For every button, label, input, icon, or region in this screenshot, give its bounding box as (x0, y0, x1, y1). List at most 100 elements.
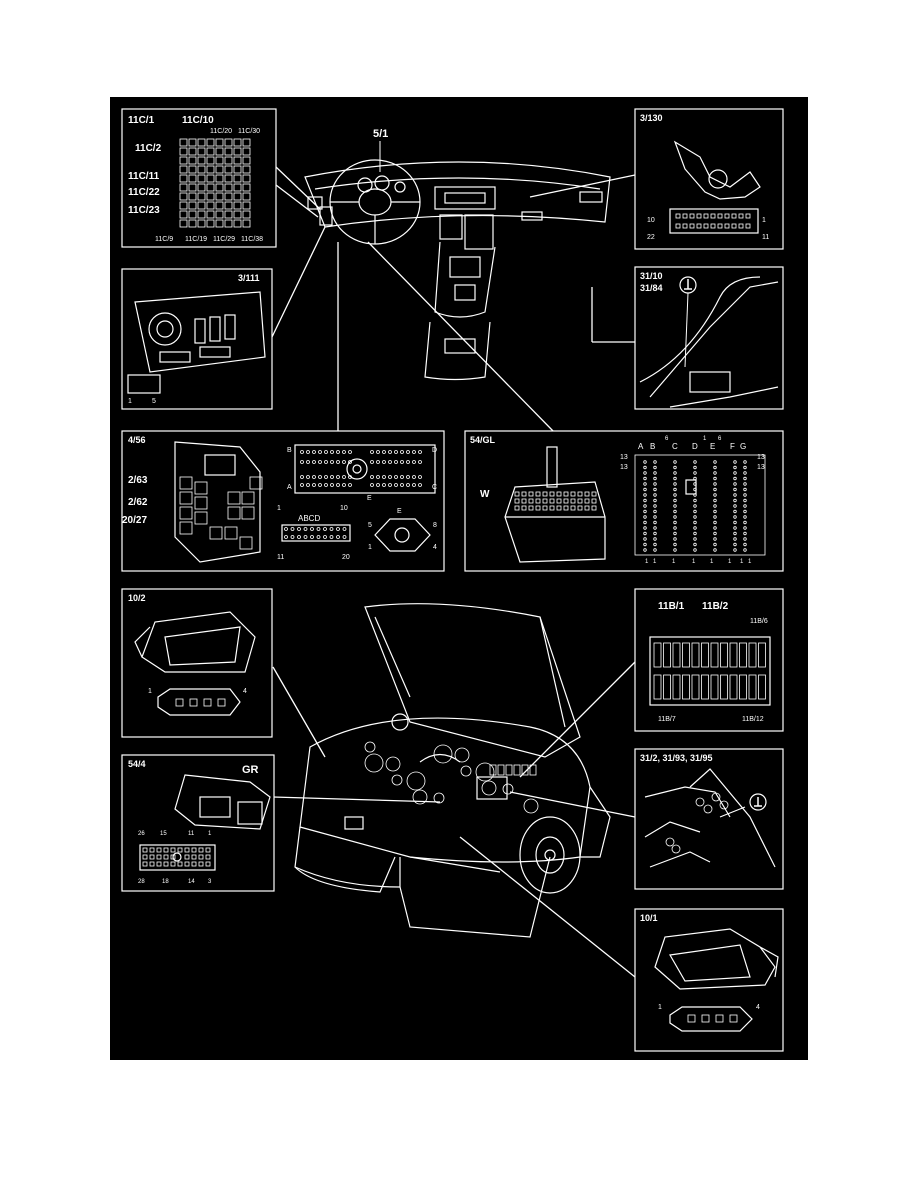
pin (653, 526, 657, 530)
engine-part (406, 771, 426, 791)
pin (693, 504, 697, 508)
pin (743, 471, 747, 475)
fuse (224, 192, 233, 201)
fuse (224, 174, 233, 183)
pin (653, 520, 657, 525)
fuse (233, 165, 242, 174)
pin (653, 504, 657, 508)
pin (693, 465, 697, 470)
engine-part (364, 741, 376, 753)
pin (348, 450, 352, 454)
fuse (663, 642, 671, 668)
fusebox-4-56: 4/56 2/63 2/62 20/27 B D A C E 1 10 ABCD… (121, 430, 445, 572)
pin (163, 861, 169, 867)
fuse (197, 147, 206, 156)
pin (733, 542, 737, 547)
pin (156, 847, 162, 853)
pin (643, 487, 647, 492)
pin (376, 483, 380, 487)
letter-b: B (650, 442, 655, 451)
fuse (739, 642, 747, 668)
pin (514, 491, 520, 497)
fuse (197, 156, 206, 165)
pin (336, 483, 340, 487)
engine-part (433, 744, 453, 764)
pin (733, 509, 737, 514)
pin (521, 498, 527, 504)
pin (673, 531, 677, 536)
pin (733, 537, 737, 541)
pin (733, 487, 737, 492)
fuse (233, 147, 242, 156)
label-31-2: 31/2, 31/93, 31/95 (640, 753, 713, 763)
pin (713, 460, 717, 464)
pin (743, 542, 747, 547)
pin (653, 476, 657, 481)
pin (528, 498, 534, 504)
pin (673, 526, 677, 530)
pin (653, 531, 657, 536)
fuse (729, 642, 738, 668)
fuse (242, 210, 251, 219)
pin (535, 491, 541, 497)
pin (318, 483, 322, 487)
fuse (206, 174, 215, 183)
pin (675, 223, 681, 229)
pin (394, 460, 398, 464)
pin (653, 498, 657, 503)
label-3-111: 3/111 (238, 273, 260, 283)
fuse (242, 183, 251, 192)
pin (330, 483, 334, 487)
pin (591, 498, 597, 504)
pin-3: 3 (208, 879, 212, 885)
pin-b4: 1 (692, 559, 696, 565)
fuse (224, 201, 233, 210)
pin (170, 854, 176, 860)
letter-c: C (672, 442, 678, 451)
pin (713, 476, 717, 481)
pin (673, 482, 677, 486)
pin (394, 450, 398, 454)
pin (693, 531, 697, 536)
pin (643, 471, 647, 475)
pin (643, 504, 647, 508)
fuse (233, 192, 242, 201)
fuse (729, 674, 738, 700)
pin (306, 475, 310, 479)
pin (643, 509, 647, 514)
pin (653, 537, 657, 541)
pin (306, 483, 310, 487)
pin (743, 476, 747, 481)
fuse (197, 219, 206, 228)
label-10-2: 10/2 (128, 593, 146, 603)
pin (514, 505, 520, 511)
pin (733, 471, 737, 475)
pin-4: 4 (433, 544, 437, 551)
fuse-panel-11c: 11C/1 11C/10 11C/20 11C/30 11C/2 11C/11 … (121, 108, 277, 248)
fuse (215, 174, 224, 183)
engine-parts (364, 741, 539, 814)
connector-54-gl: 54/GL W A B C D E F G 6 1 6 13 13 13 13 … (464, 430, 784, 572)
fuse (197, 165, 206, 174)
pin (713, 537, 717, 541)
pin (329, 535, 334, 539)
fuse (188, 138, 197, 147)
label-10-1: 10/1 (640, 913, 658, 923)
label-20-27: 20/27 (122, 515, 147, 526)
pin (336, 527, 340, 531)
pin (324, 475, 328, 479)
fuse (179, 156, 188, 165)
pin (170, 861, 176, 867)
pin (570, 498, 576, 504)
pin (689, 213, 695, 219)
diagram-sheet: 5/1 11C/1 11C/10 11C/20 11C/30 11C/2 11C… (110, 97, 808, 1060)
label-11b-2: 11B/2 (702, 601, 729, 612)
pin (156, 854, 162, 860)
pin (342, 483, 346, 487)
pin-22: 22 (647, 234, 655, 241)
fuse (215, 192, 224, 201)
pin (382, 483, 386, 487)
pin-14: 14 (188, 879, 195, 885)
fuse (215, 147, 224, 156)
pin (653, 465, 657, 470)
